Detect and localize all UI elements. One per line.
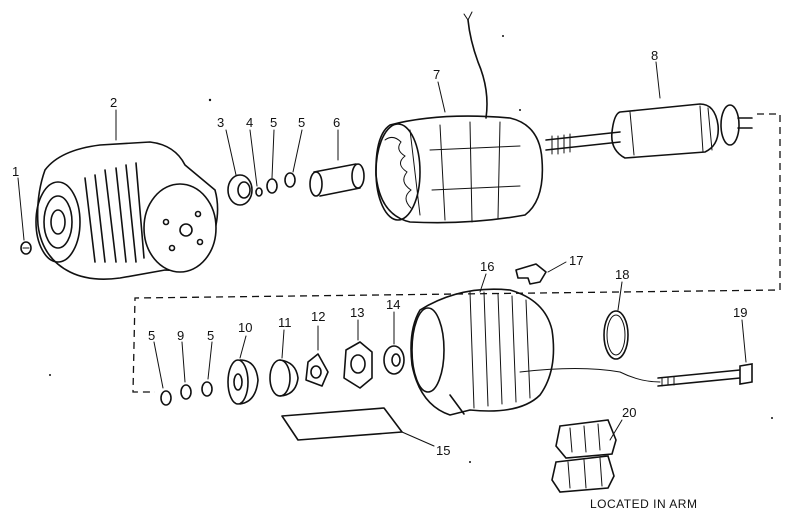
label-part-3: 3: [217, 115, 224, 130]
label-part-19: 19: [733, 305, 747, 320]
part-12-clip: [305, 325, 329, 387]
label-part-9: 9: [177, 328, 184, 343]
scan-specks: [49, 35, 773, 463]
label-part-18: 18: [615, 267, 629, 282]
part-9-washer: [180, 341, 192, 400]
part-5b-washer: [284, 129, 303, 188]
part-7-stator: [375, 11, 544, 224]
label-part-11: 11: [278, 315, 292, 330]
part-13-bracket: [343, 319, 373, 389]
label-part-5a: 5: [270, 115, 277, 130]
part-1-screw: [17, 177, 32, 255]
part-6-sleeve: [309, 129, 365, 197]
assembly-guide-line: [132, 113, 781, 393]
part-5a-washer: [266, 129, 278, 194]
location-caption: LOCATED IN ARM: [590, 497, 697, 511]
part-5d-washer: [201, 341, 213, 397]
label-part-8: 8: [651, 48, 658, 63]
part-14-bushing: [383, 311, 405, 375]
label-part-16: 16: [480, 259, 494, 274]
part-15-gasket: [281, 407, 435, 447]
bolt-path-line: [519, 368, 661, 383]
label-part-12: 12: [311, 309, 325, 324]
label-part-2: 2: [110, 95, 117, 110]
label-part-1: 1: [12, 164, 19, 179]
label-part-7: 7: [433, 67, 440, 82]
label-part-20: 20: [622, 405, 636, 420]
part-10-bearing: [227, 335, 259, 405]
label-part-5b: 5: [298, 115, 305, 130]
label-part-4: 4: [246, 115, 253, 130]
part-18-ring: [603, 281, 629, 360]
part-4-washer: [249, 129, 263, 197]
part-16-end-bell: [410, 273, 555, 416]
label-part-5c: 5: [148, 328, 155, 343]
part-5c-washer: [153, 341, 172, 406]
part-20-switch: [551, 419, 623, 493]
label-part-10: 10: [238, 320, 252, 335]
part-17-clip: [515, 261, 567, 285]
part-11-collar: [269, 329, 299, 397]
part-19-bolt: [657, 319, 753, 387]
part-8-armature: [545, 61, 753, 159]
label-part-14: 14: [386, 297, 400, 312]
label-part-15: 15: [436, 443, 450, 458]
label-part-17: 17: [569, 253, 583, 268]
label-part-6: 6: [333, 115, 340, 130]
part-2-end-housing: [35, 109, 219, 280]
label-part-5d: 5: [207, 328, 214, 343]
label-part-13: 13: [350, 305, 364, 320]
part-3-bearing: [225, 129, 253, 206]
